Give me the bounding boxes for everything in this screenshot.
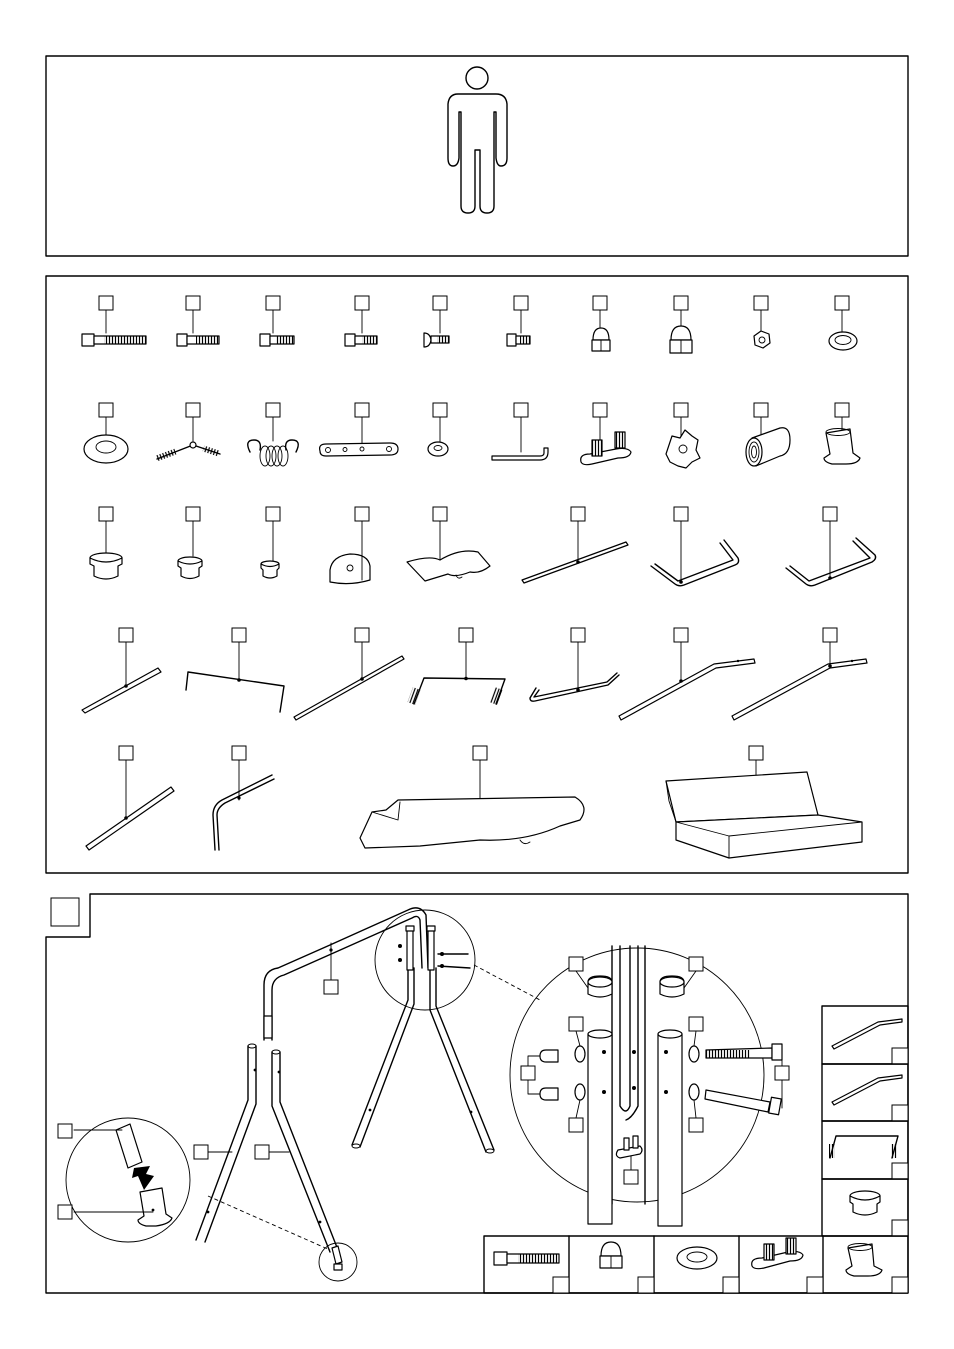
assembly-panel — [45, 893, 909, 1294]
part-labels-row-2 — [98, 402, 850, 453]
spring-bracket-icon — [580, 431, 632, 466]
short-bolt-icon — [259, 333, 295, 347]
large-end-cap-icon — [89, 552, 123, 580]
canopy-joint-icon — [155, 441, 221, 462]
part-labels-row-4 — [118, 627, 838, 690]
medium-end-cap-icon — [177, 556, 203, 580]
small-bolt-icon — [506, 333, 531, 347]
parts-panel — [45, 275, 909, 874]
long-tube-icon — [293, 655, 405, 721]
seat-cushion-icon — [665, 771, 863, 859]
u-bracket-icon — [650, 539, 740, 587]
long-bolt-icon — [81, 333, 147, 347]
angled-tube-icon — [831, 1074, 903, 1106]
leg-tube-icon — [85, 786, 175, 851]
cap-nut-icon — [599, 1241, 623, 1269]
canopy-cover-icon — [359, 796, 585, 849]
angled-tube-icon — [618, 658, 756, 721]
u-bracket-icon — [785, 537, 877, 587]
knob-icon — [665, 429, 701, 469]
spring-bracket-icon — [751, 1237, 804, 1270]
straight-rod-icon — [521, 541, 629, 584]
top-joint-detail — [398, 925, 471, 971]
bent-bar-icon — [529, 672, 620, 702]
flat-head-screw-icon — [423, 332, 450, 348]
large-cap-nut-icon — [669, 325, 693, 354]
cylinder-spring-icon — [745, 427, 791, 467]
small-end-cap-icon — [260, 560, 280, 579]
washer-icon — [828, 331, 858, 351]
part-labels-row-1 — [98, 295, 850, 334]
lock-nut-icon — [753, 330, 771, 349]
connector-plate-icon — [319, 442, 399, 457]
person-icon — [447, 66, 508, 214]
foot-cap-detail — [73, 1123, 173, 1227]
foot-cap-icon — [845, 1243, 883, 1277]
foot-cap-icon — [823, 428, 861, 465]
angled-tube-icon — [731, 658, 868, 721]
hardware-legend-row — [483, 1235, 909, 1294]
frame-assembly-drawing — [57, 907, 541, 1282]
u-frame-icon — [829, 1135, 899, 1159]
curved-tube-icon — [212, 774, 275, 851]
persons-panel — [45, 55, 909, 257]
part-labels-row-3 — [98, 506, 838, 583]
angled-tube-icon — [831, 1018, 903, 1050]
u-frame-icon — [407, 676, 506, 705]
large-washer-icon — [83, 434, 129, 464]
canopy-cloth-icon — [406, 550, 491, 582]
cap-nut-icon — [591, 327, 611, 352]
bent-rod-icon — [185, 671, 285, 713]
hardware-detail-circle — [509, 945, 790, 1227]
straight-tube-icon — [81, 667, 162, 714]
short-bolt-icon — [344, 333, 378, 347]
seat-hinge-icon — [329, 553, 371, 585]
spring-icon — [247, 439, 299, 467]
end-cap-icon — [849, 1190, 881, 1216]
step-number-box — [50, 897, 80, 927]
allen-key-icon — [491, 447, 549, 461]
washer-icon — [676, 1246, 718, 1270]
small-washer-icon — [427, 441, 449, 457]
medium-bolt-icon — [176, 333, 220, 347]
long-bolt-icon — [493, 1251, 560, 1266]
legend-column — [821, 1005, 909, 1237]
part-labels-row-5 — [118, 745, 764, 818]
